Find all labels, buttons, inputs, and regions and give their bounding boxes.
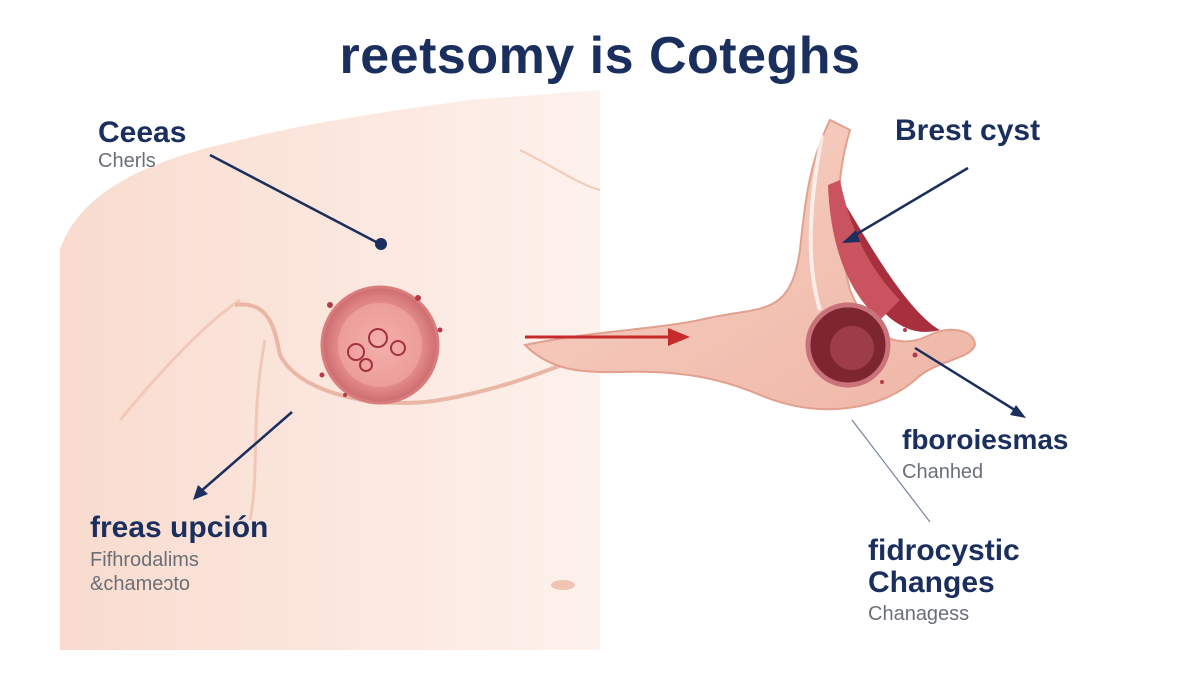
brest-cyst-leader-arrowhead	[842, 230, 860, 243]
cyst-dot	[327, 302, 333, 308]
transition-arrowhead	[668, 328, 690, 346]
label-ceeas: Ceeas Cherls	[98, 117, 186, 173]
shoulder-curve	[519, 149, 601, 191]
label-ceeas-main: Ceeas	[98, 116, 187, 149]
label-fboroiesmas: fboroiesmas Chanhed	[902, 425, 1069, 484]
label-ceeas-sub: Cherls	[98, 149, 156, 172]
cyst-bubble	[390, 340, 406, 356]
fidrocystic-leader	[851, 419, 931, 523]
cyst-inner	[338, 303, 422, 387]
page-title: reetsomy is Coteghs	[339, 27, 861, 85]
freas-leader-arrowhead	[193, 485, 208, 500]
label-freas: freas upción Fifhrodalims &chameɔto	[90, 512, 268, 596]
cyst-dot	[437, 327, 443, 333]
label-freas-sub-2: &chameɔto	[90, 572, 191, 595]
duct-dot	[880, 380, 884, 384]
cyst-bubble	[347, 343, 365, 361]
ceeas-leader	[209, 153, 381, 246]
duct-dot	[903, 328, 907, 332]
label-fidrocystic-sub: Chanagess	[868, 603, 970, 625]
label-brest-cyst: Brest cyst	[895, 115, 1040, 147]
fboroiesmas-leader	[914, 346, 1019, 414]
label-fidrocystic-main-2: Changes	[868, 565, 995, 599]
cyst-bubble	[368, 328, 388, 348]
duct-dot	[912, 352, 918, 358]
label-freas-main: freas upción	[90, 511, 269, 544]
label-fboroiesmas-sub: Chanhed	[902, 461, 984, 484]
cyst-dot	[319, 372, 325, 378]
label-fboroiesmas-main: fboroiesmas	[902, 424, 1069, 455]
breast-underside	[248, 339, 267, 521]
cyst-dot	[415, 295, 421, 301]
label-fidrocystic: fidrocystic Changes Chanagess	[868, 535, 1020, 626]
fboroiesmas-leader-arrowhead	[1010, 405, 1026, 418]
breast-cyst-sac	[828, 180, 900, 320]
ceeas-leader-dot	[375, 238, 387, 250]
cyst-dot	[343, 393, 347, 397]
arm-contour	[118, 298, 241, 421]
freas-leader	[199, 411, 293, 493]
fibroadenoma-core	[830, 326, 874, 370]
label-freas-sub-1: Fifhrodalims	[90, 548, 199, 571]
navel	[551, 580, 575, 590]
label-fidrocystic-main-1: fidrocystic	[868, 534, 1020, 567]
brest-cyst-leader	[849, 166, 969, 240]
cyst-bubble	[359, 358, 373, 372]
duct-lining	[808, 134, 824, 311]
label-brest-cyst-main: Brest cyst	[895, 114, 1041, 147]
